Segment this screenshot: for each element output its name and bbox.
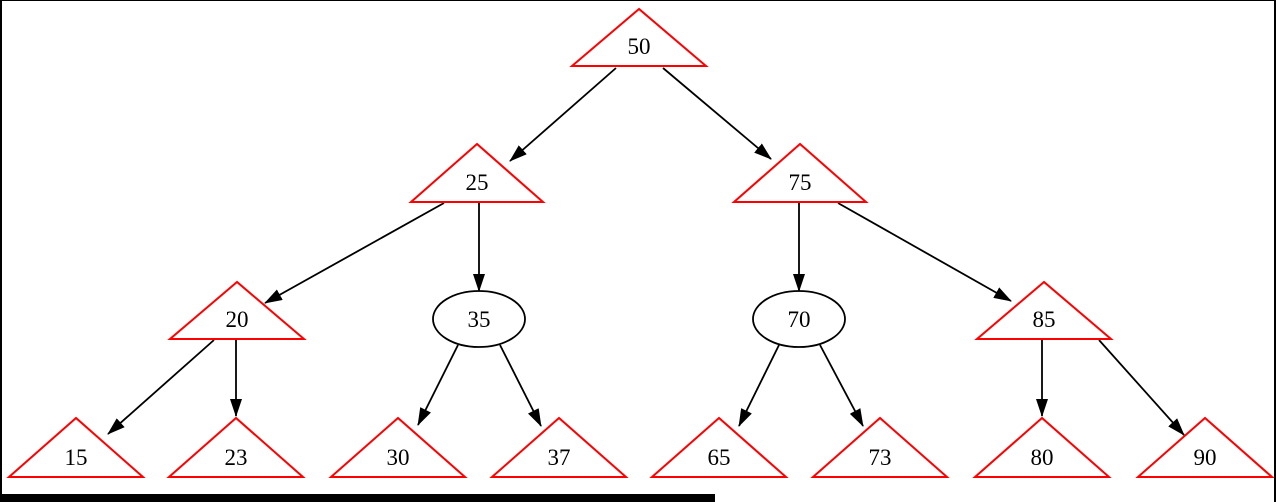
triangle-shape [489, 416, 629, 478]
edge-70-to-65 [738, 344, 780, 427]
triangle-shape [649, 416, 789, 478]
triangle-shape [408, 142, 546, 203]
triangle-shape [6, 416, 146, 478]
node-label-35: 35 [468, 307, 491, 332]
edge-25-to-20 [264, 202, 445, 304]
node-label-25: 25 [466, 170, 489, 195]
node-label-37: 37 [548, 445, 571, 470]
tree-node-80: 80 [972, 416, 1112, 478]
tree-node-35: 35 [432, 290, 526, 348]
triangle-shape [1135, 416, 1274, 478]
tree-node-85: 85 [974, 280, 1114, 340]
node-label-75: 75 [789, 170, 812, 195]
triangle-shape [810, 416, 950, 478]
node-label-15: 15 [65, 445, 88, 470]
edges-layer [107, 67, 1185, 436]
edge-35-to-30 [417, 344, 459, 426]
node-label-70: 70 [788, 307, 811, 332]
edge-35-to-37 [499, 344, 542, 427]
node-label-30: 30 [387, 445, 410, 470]
tree-node-23: 23 [166, 416, 306, 478]
tree-node-90: 90 [1135, 416, 1274, 478]
bottom-border-bar [2, 494, 715, 502]
ellipse-shape [432, 290, 526, 348]
triangle-shape [972, 416, 1112, 478]
triangle-shape [167, 280, 307, 340]
tree-node-37: 37 [489, 416, 629, 478]
node-label-50: 50 [628, 34, 651, 59]
tree-node-70: 70 [752, 290, 846, 348]
node-label-20: 20 [226, 307, 249, 332]
tree-node-30: 30 [328, 416, 468, 478]
ellipse-shape [752, 290, 846, 348]
edge-75-to-85 [837, 202, 1012, 302]
edge-85-to-90 [1098, 339, 1185, 436]
node-label-90: 90 [1194, 445, 1217, 470]
tree-node-20: 20 [167, 280, 307, 340]
tree-node-75: 75 [731, 142, 869, 203]
tree-node-50: 50 [569, 7, 709, 67]
triangle-shape [731, 142, 869, 203]
tree-node-25: 25 [408, 142, 546, 203]
tree-node-73: 73 [810, 416, 950, 478]
triangle-shape [166, 416, 306, 478]
triangle-shape [328, 416, 468, 478]
edge-20-to-15 [107, 339, 215, 435]
tree-node-15: 15 [6, 416, 146, 478]
triangle-shape [974, 280, 1114, 340]
edge-70-to-73 [819, 344, 864, 427]
node-label-23: 23 [225, 445, 248, 470]
triangle-shape [569, 7, 709, 67]
nodes-layer: 50 25 75 20 35 70 85 15 23 30 37 65 73 80 90 [6, 7, 1274, 478]
node-label-85: 85 [1033, 307, 1056, 332]
node-label-80: 80 [1031, 445, 1054, 470]
node-label-73: 73 [869, 445, 892, 470]
node-label-65: 65 [708, 445, 731, 470]
tree-node-65: 65 [649, 416, 789, 478]
edge-50-to-25 [509, 67, 617, 162]
edge-50-to-75 [662, 67, 772, 160]
